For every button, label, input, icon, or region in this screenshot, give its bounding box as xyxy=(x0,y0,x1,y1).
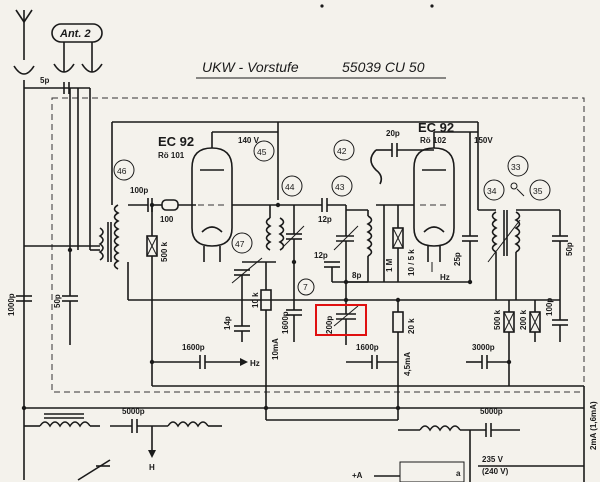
svg-text:47: 47 xyxy=(235,239,245,249)
cap-5p-label: 5p xyxy=(40,76,49,85)
shield-outline xyxy=(51,97,585,393)
current-side-label: 2mA (1,6mA) xyxy=(589,401,598,450)
choke-left xyxy=(39,413,91,428)
antenna-2-connector: Ant. 2 xyxy=(51,23,103,73)
circle-42 xyxy=(333,139,355,161)
circle-44 xyxy=(281,175,303,197)
hz-1-label: Hz xyxy=(250,359,260,368)
tube-ec92-2 xyxy=(413,132,455,262)
tube-2-ref: Rö 102 xyxy=(420,136,447,145)
cap-12p-a-label: 12p xyxy=(318,215,332,224)
circle-43 xyxy=(331,175,353,197)
cap-50p-right-label: 50p xyxy=(565,242,574,256)
tube-1-voltage: 140 V xyxy=(238,136,260,145)
circle-46 xyxy=(113,159,135,181)
tank-coil-2 xyxy=(366,215,373,257)
key-icon xyxy=(510,182,525,197)
voltage-240-label: (240 V) xyxy=(482,467,509,476)
current-45ma-label: 4,5mA xyxy=(403,352,412,376)
svg-text:46: 46 xyxy=(117,166,127,176)
tube-ec92-1 xyxy=(191,132,233,262)
res-500k-label: 500 k xyxy=(160,241,169,262)
circle-45 xyxy=(253,140,275,162)
h-label: H xyxy=(149,463,155,472)
cap-100p-right-label: 100p xyxy=(545,298,554,316)
junction-dots xyxy=(21,202,512,411)
svg-text:45: 45 xyxy=(257,147,267,157)
cap-1600p-a-label: 1600p xyxy=(281,311,290,334)
circle-33 xyxy=(507,155,529,177)
cap-1000p-left-label: 1000p xyxy=(7,293,16,316)
switch-block xyxy=(399,461,465,482)
circle-7 xyxy=(297,278,315,296)
cap-1600p-b-label: 1600p xyxy=(182,343,205,352)
svg-text:7: 7 xyxy=(303,282,308,292)
svg-text:35: 35 xyxy=(533,186,543,196)
svg-text:33: 33 xyxy=(511,162,521,172)
plus-a-label: +A xyxy=(352,471,363,480)
cap-50p-left-label: 50p xyxy=(53,294,62,308)
cap-25p-label: 25p xyxy=(453,252,462,266)
cap-5000p-b-label: 5000p xyxy=(480,407,503,416)
cap-1600p-c-label: 1600p xyxy=(356,343,379,352)
res-200k-label: 200 k xyxy=(519,309,528,330)
res-10-5k-label: 10 / 5 k xyxy=(407,249,416,276)
circle-35 xyxy=(529,179,551,201)
cap-20p-label: 20p xyxy=(386,129,400,138)
tank-coil-1 xyxy=(265,217,285,251)
res-500k-right-label: 500 k xyxy=(493,309,502,330)
voltage-235-label: 235 V xyxy=(482,455,504,464)
current-10ma-label: 10mA xyxy=(271,338,280,360)
svg-text:44: 44 xyxy=(285,182,295,192)
svg-text:42: 42 xyxy=(337,146,347,156)
res-20k xyxy=(392,311,404,333)
output-transformer xyxy=(487,210,521,263)
choke-right xyxy=(419,425,461,432)
diagram-title: UKW - Vorstufe xyxy=(202,59,299,75)
cap-3000p-label: 3000p xyxy=(472,343,495,352)
res-100-label: 100 xyxy=(160,215,174,224)
tube-2-voltage: 150V xyxy=(474,136,493,145)
circle-34 xyxy=(483,179,505,201)
cap-8p-label: 8p xyxy=(352,271,361,280)
choke-mid xyxy=(167,421,209,428)
antenna-label: Ant. 2 xyxy=(59,28,91,40)
cap-100p-label: 100p xyxy=(130,186,148,195)
res-20k-label: 20 k xyxy=(407,318,416,334)
svg-text:43: 43 xyxy=(335,182,345,192)
tube-1-ref: Rö 101 xyxy=(158,151,185,160)
tube-1-type: EC 92 xyxy=(158,134,194,149)
a-small-label: a xyxy=(456,469,461,478)
svg-text:34: 34 xyxy=(487,186,497,196)
cap-14p-label: 14p xyxy=(223,316,232,330)
highlight-box xyxy=(315,304,367,336)
loop-coil-42 xyxy=(370,149,383,185)
hz-tube2-label: Hz xyxy=(440,273,450,282)
circle-47 xyxy=(231,232,253,254)
antenna-symbol xyxy=(13,9,35,75)
res-1m-label: 1 M xyxy=(385,258,394,272)
cap-5000p-a-label: 5000p xyxy=(122,407,145,416)
tuning-cap xyxy=(333,225,359,251)
cap-12p-b-label: 12p xyxy=(314,251,328,260)
input-transformer xyxy=(98,204,120,270)
cap-200p-label: 200p xyxy=(325,316,334,334)
diagram-code: 55039 CU 50 xyxy=(342,59,425,75)
